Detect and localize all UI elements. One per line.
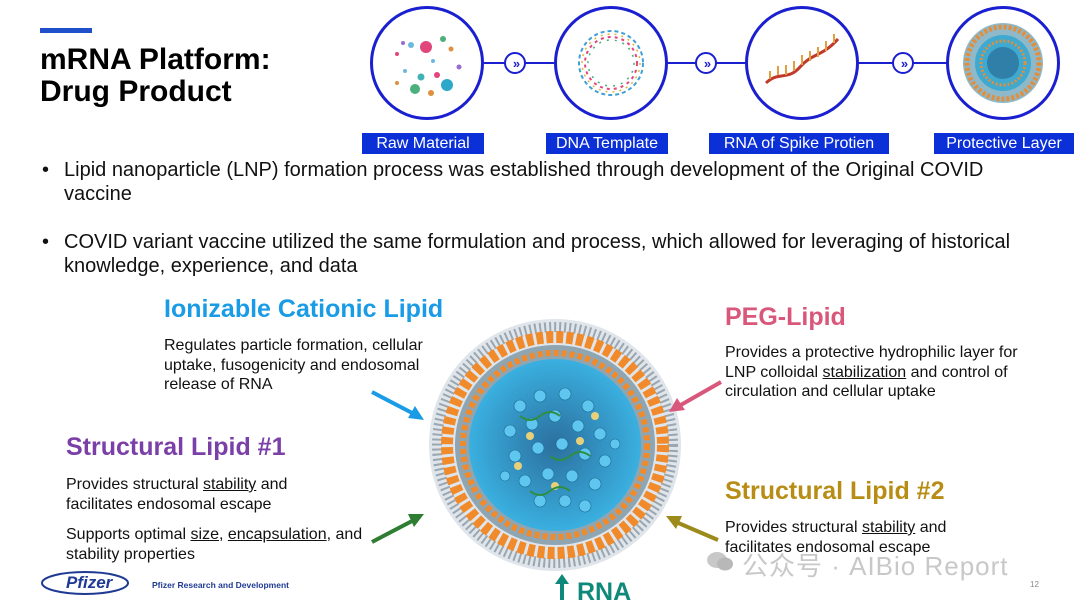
step-label-dna-template: DNA Template xyxy=(546,133,668,154)
peg-lipid-description: Provides a protective hydrophilic layer … xyxy=(725,344,1018,400)
title-line-1: mRNA Platform: xyxy=(40,43,271,76)
bullet-text: Lipid nanoparticle (LNP) formation proce… xyxy=(64,159,984,205)
lnp-icon xyxy=(963,23,1043,103)
raw-material-circle xyxy=(370,6,484,120)
ionizable-lipid-heading: Ionizable Cationic Lipid xyxy=(164,295,444,323)
arrow-to-lnp-icon xyxy=(371,514,424,544)
raw-material-dots-icon xyxy=(395,36,462,96)
rna-strand-icon xyxy=(764,34,840,85)
arrow-up-icon xyxy=(555,574,569,600)
wechat-icon xyxy=(707,552,733,571)
lnp-illustration xyxy=(429,319,681,571)
step-label-raw-material: Raw Material xyxy=(362,133,484,154)
step-label-rna-spike: RNA of Spike Protien xyxy=(709,133,889,154)
footer-subtitle: Pfizer Research and Development xyxy=(152,580,289,590)
slide-title: mRNA Platform: Drug Product xyxy=(40,44,271,108)
bullet-marker: • xyxy=(42,231,50,253)
chevron-right-icon: » xyxy=(892,52,914,74)
bullet-marker: • xyxy=(42,159,50,181)
title-line-2: Drug Product xyxy=(40,75,232,108)
peg-lipid-heading: PEG-Lipid xyxy=(725,303,846,331)
arrow-to-lnp-icon xyxy=(371,390,424,420)
dna-template-circle xyxy=(554,6,668,120)
ionizable-lipid-description: Regulates particle formation, cellular u… xyxy=(164,337,423,393)
structural-lipid-1-description: Provides structural stability and facili… xyxy=(66,476,288,513)
pfizer-logo-icon xyxy=(41,571,129,595)
structural-lipid-2-heading: Structural Lipid #2 xyxy=(725,477,945,505)
rna-label: RNA xyxy=(577,578,632,606)
structural-lipid-1-heading: Structural Lipid #1 xyxy=(66,433,286,461)
rna-spike-circle xyxy=(745,6,859,120)
dna-ring-icon xyxy=(578,30,644,96)
protective-layer-circle xyxy=(946,6,1060,120)
chevron-right-icon: » xyxy=(504,52,526,74)
step-label-protective-layer: Protective Layer xyxy=(934,133,1074,154)
pfizer-logo-text: Pfizer xyxy=(66,573,113,592)
arrow-to-lnp-icon xyxy=(669,380,722,412)
bullet-item: • COVID variant vaccine utilized the sam… xyxy=(42,230,1052,278)
pfizer-logo: Pfizer xyxy=(40,570,130,596)
arrow-to-lnp-icon xyxy=(666,516,719,542)
bullet-item: • Lipid nanoparticle (LNP) formation pro… xyxy=(42,158,1052,206)
page-number: 12 xyxy=(1030,580,1039,589)
watermark-text: 公众号 · AIBio Report xyxy=(742,551,1009,581)
bullet-text: COVID variant vaccine utilized the same … xyxy=(64,231,1011,277)
structural-lipid-1-description-2: Supports optimal size, encapsulation, an… xyxy=(66,526,363,563)
structural-lipid-2-description: Provides structural stability and facili… xyxy=(725,519,947,556)
chevron-right-icon: » xyxy=(695,52,717,74)
title-accent-bar xyxy=(40,28,92,33)
